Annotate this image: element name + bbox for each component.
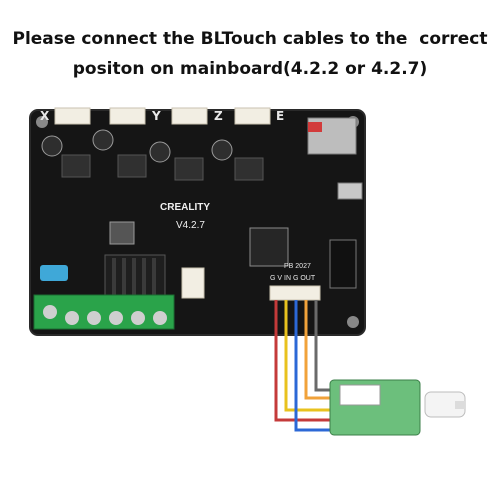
motor-connector-z xyxy=(171,107,208,125)
board-version: V4.2.7 xyxy=(176,220,205,231)
endstop-connector xyxy=(181,267,205,299)
axis-label-y: Y xyxy=(151,109,161,123)
mounting-hole xyxy=(36,116,48,128)
usb-port xyxy=(337,182,363,200)
brand-logo-text: CREALITY xyxy=(160,202,210,213)
capacitor-row xyxy=(41,129,233,163)
pin-labels: G V IN G OUT xyxy=(270,275,316,282)
caption-line-1: Please connect the BLTouch cables to the… xyxy=(12,29,488,49)
bltouch-port xyxy=(269,285,321,301)
port-label: PB 2027 xyxy=(284,263,311,270)
power-terminal-block xyxy=(33,294,175,330)
stepper-heatsinks xyxy=(61,154,264,181)
cable-red xyxy=(274,300,340,422)
instruction-caption: Please connect the BLTouch cables to the… xyxy=(0,24,500,84)
mounting-hole xyxy=(347,316,359,328)
motor-connector-x xyxy=(54,107,91,125)
blue-fuse xyxy=(40,265,68,281)
cable-blue xyxy=(294,300,340,432)
red-jumper xyxy=(308,122,322,132)
axis-label-z: Z xyxy=(214,109,223,123)
bltouch-sensor xyxy=(329,379,466,436)
caption-line-2: positon on mainboard(4.2.2 or 4.2.7) xyxy=(72,59,428,79)
inductor xyxy=(109,221,135,245)
cable-orange xyxy=(304,300,340,400)
motor-connector-e xyxy=(234,107,271,125)
mcu-chip xyxy=(249,227,289,267)
cable-yellow xyxy=(284,300,340,412)
axis-label-e: E xyxy=(276,109,284,123)
lcd-header xyxy=(329,239,357,289)
axis-label-x: X xyxy=(40,109,50,123)
motor-connector-y xyxy=(109,107,146,125)
